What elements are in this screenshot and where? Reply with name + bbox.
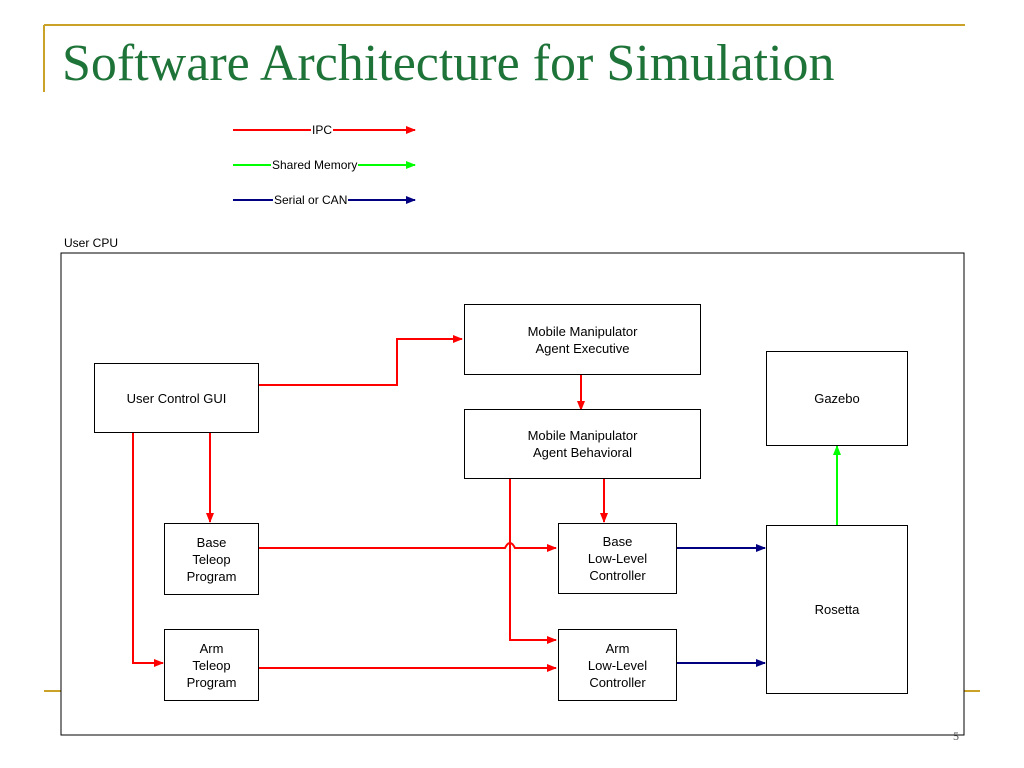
edge-base-teleop-to-base-llc [258,542,557,552]
node-label-line: Low-Level [587,657,648,673]
legend-ipc-label: IPC [311,123,334,137]
node-label-line: Agent Executive [535,340,630,356]
legend-shared-memory-label: Shared Memory [271,158,359,172]
node-label-line: Mobile Manipulator [527,323,638,339]
node-label-line: Base [196,534,227,550]
node-label-line: Controller [589,674,646,690]
node-agent-executive: Mobile Manipulator Agent Executive [464,304,701,375]
node-label-line: User Control GUI [126,390,227,406]
node-label-line: Gazebo [814,391,860,406]
node-label-line: Teleop [192,551,231,567]
node-base-teleop-program: Base Teleop Program [164,523,259,595]
node-label-line: Program [186,674,237,690]
edge-gui-to-executive [258,335,463,386]
node-gazebo: Gazebo [766,351,908,446]
node-label-line: Teleop [192,657,231,673]
node-label-line: Low-Level [587,551,648,566]
legend-serial-can-label: Serial or CAN [273,193,349,207]
node-base-low-level-controller: Base Low-Level Controller [558,523,677,594]
edge-behavioral-to-arm-llc [509,478,557,644]
slide-title: Software Architecture for Simulation [62,35,835,92]
node-label-line: Controller [589,568,646,583]
node-rosetta: Rosetta [766,525,908,694]
node-arm-teleop-program: Arm Teleop Program [164,629,259,701]
node-label-line: Program [186,568,237,584]
node-label-line: Agent Behavioral [532,445,632,460]
user-cpu-label: User CPU [64,236,119,250]
edge-gui-to-arm-teleop [132,432,164,667]
node-label-line: Mobile Manipulator [527,428,638,443]
node-label-line: Base [602,534,633,549]
node-user-control-gui: User Control GUI [94,363,259,433]
page-number: 5 [953,729,959,743]
node-label-line: Arm [199,640,224,656]
node-arm-low-level-controller: Arm Low-Level Controller [558,629,677,701]
node-label-line: Arm [605,640,630,656]
node-agent-behavioral: Mobile Manipulator Agent Behavioral [464,409,701,479]
node-label-line: Rosetta [814,602,860,617]
